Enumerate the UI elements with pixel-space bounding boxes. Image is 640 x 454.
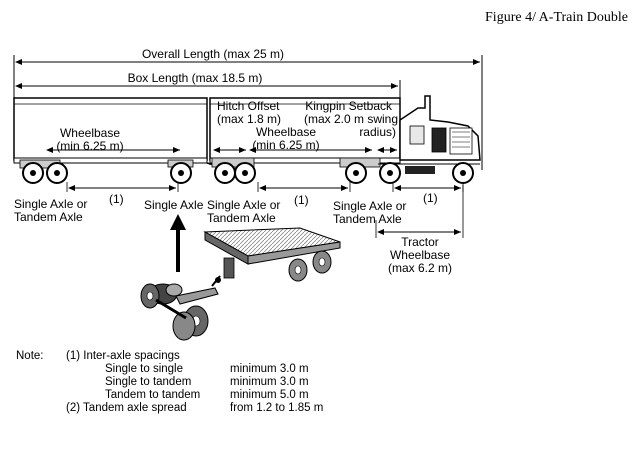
axle-label-1-line1: Single Axle or [14, 197, 88, 211]
note-item-2-label: (2) Tandem axle spread [66, 402, 187, 414]
overall-length-dimension [13, 55, 483, 170]
lead-trailer-rear-wheel [170, 162, 192, 184]
kingpin-setback-label-line3: radius) [359, 125, 396, 139]
note-row-1-label: Single to single [105, 363, 183, 375]
axle-label-2: Single Axle [144, 198, 204, 212]
box-length-dimension [15, 80, 401, 100]
note-row-3-value: minimum 5.0 m [230, 389, 309, 401]
spacing-mark-1: (1) [109, 192, 124, 206]
note-row-1-value: minimum 3.0 m [230, 363, 309, 375]
lead-wheelbase-label-line2: (min 6.25 m) [56, 139, 124, 153]
converter-dolly-sketch [140, 275, 221, 341]
note-heading: Note: [16, 350, 44, 362]
figure-title: Figure 4/ A-Train Double [485, 10, 628, 25]
note-row-2-label: Single to tandem [105, 376, 192, 388]
note-item-1: (1) Inter-axle spacings [66, 350, 180, 362]
dolly-wheels [214, 162, 256, 184]
hitch-offset-arrow [209, 104, 246, 165]
axle-label-1-line2: Tandem Axle [14, 210, 83, 224]
axle-label-3-line1: Single Axle or [207, 198, 281, 212]
kingpin-setback-label-line1: Kingpin Setback [305, 99, 392, 113]
hitch-offset-label-line1: Hitch Offset [217, 99, 280, 113]
spacing-mark-2: (1) [294, 193, 309, 207]
rear-wheelbase-label-line2: (min 6.25 m) [252, 138, 320, 152]
axle-label-4-line2: Tandem Axle [333, 212, 402, 226]
tractor-wheelbase-label-line3: (max 6.2 m) [387, 261, 452, 275]
hitch-offset-label-line2: (max 1.8 m) [217, 112, 282, 126]
box-length-label: Box Length (max 18.5 m) [127, 71, 263, 85]
note-row-2-value: minimum 3.0 m [230, 376, 309, 388]
axle-label-4-line1: Single Axle or [333, 199, 407, 213]
axle-spacing-2 [257, 182, 351, 192]
tractor-wheelbase-dimension [375, 185, 464, 238]
tractor-wheelbase-label-line1: Tractor [401, 235, 439, 249]
note-row-3-label: Tandem to tandem [105, 389, 201, 401]
rear-trailer-wheels [345, 162, 367, 184]
lead-wheelbase-label-line1: Wheelbase [59, 126, 121, 140]
lead-trailer-front-wheels [22, 162, 68, 184]
dolly-pointer-arrow [170, 214, 186, 272]
rear-wheelbase-label-line1: Wheelbase [255, 125, 317, 139]
overall-length-label: Overall Length (max 25 m) [141, 47, 285, 61]
trailer-deck-sketch [203, 227, 341, 282]
tractor-wheelbase-label-line2: Wheelbase [389, 248, 451, 262]
spacing-mark-3: (1) [423, 191, 438, 205]
kingpin-setback-label-line2: (max 2.0 m swing [303, 112, 398, 126]
axle-label-3-line2: Tandem Axle [207, 211, 276, 225]
note-item-2-value: from 1.2 to 1.85 m [230, 402, 324, 414]
axle-spacing-1 [66, 182, 179, 192]
